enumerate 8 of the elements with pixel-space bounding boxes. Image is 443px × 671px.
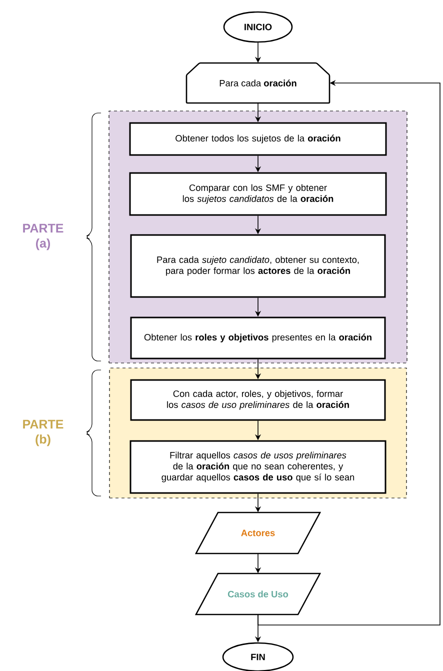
process-box: Comparar con los SMF y obtener los sujetos candidatos de la oración [129,172,387,216]
part-label: PARTE (a) [23,224,64,250]
process-box: Obtener todos los sujetos de la oración [129,122,387,156]
process-box: Obtener los roles y objetivos presentes en la oración [130,316,386,360]
part-label: PARTE (b) [23,420,64,446]
process-box: Para cada sujeto candidato, obtener su contexto, para poder formar los actores de la oración [130,234,386,298]
process-box: Con cada actor, roles, y objetivos, formar los casos de uso preliminares de la oración [130,379,386,421]
process-box: Filtrar aquellos casos de usos preliminares de la oración que no sean coherentes, y guardar aquellos casos de uso que sí lo sean [130,440,386,494]
